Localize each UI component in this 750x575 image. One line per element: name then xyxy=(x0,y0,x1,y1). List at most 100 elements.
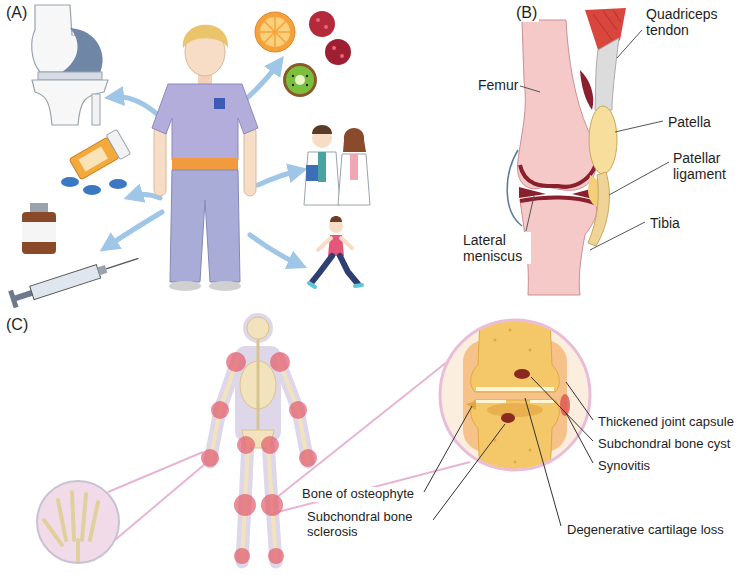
joint-zoom xyxy=(471,318,560,392)
joint-zoom xyxy=(514,369,530,379)
fruits xyxy=(316,18,320,22)
knee-anatomy xyxy=(519,187,546,198)
runner xyxy=(330,216,342,222)
skeleton xyxy=(201,352,317,564)
skeleton xyxy=(261,436,279,454)
skeleton xyxy=(201,313,317,564)
zoom-line xyxy=(115,464,205,540)
syringe xyxy=(106,258,138,269)
part-label: Subchondral bone sclerosis xyxy=(305,510,433,540)
skeleton xyxy=(289,401,307,419)
label-slot: Lateral meniscus xyxy=(461,232,531,265)
skeleton xyxy=(234,494,256,516)
person xyxy=(209,281,241,291)
joint-zoom xyxy=(463,318,570,478)
part-label: Degenerative cartilage loss xyxy=(565,523,726,538)
person xyxy=(154,126,166,196)
knee-anatomy xyxy=(593,10,621,40)
pill-bottle xyxy=(68,129,130,181)
fruits xyxy=(260,17,290,47)
person xyxy=(152,84,258,160)
person xyxy=(214,98,225,109)
knee-implant xyxy=(62,28,103,72)
knee-anatomy xyxy=(595,38,619,110)
knee-anatomy xyxy=(580,70,593,110)
doctors xyxy=(318,152,326,182)
fruits xyxy=(255,11,351,97)
joint-zoom xyxy=(440,320,590,470)
fruits xyxy=(283,63,317,97)
pill-bottle xyxy=(106,129,130,159)
fruits xyxy=(325,39,351,65)
part-label: Synovitis xyxy=(596,459,652,474)
leader-line xyxy=(590,222,645,250)
fruits xyxy=(306,75,308,77)
joint-zoom xyxy=(514,461,517,464)
knee-implant xyxy=(38,72,102,80)
leader-line xyxy=(566,413,593,463)
label-slot: (C) xyxy=(4,316,30,334)
label-slot: Thickened joint capsule xyxy=(596,412,736,430)
panel-letter: (B) xyxy=(514,4,539,22)
joint-zoom xyxy=(471,400,560,478)
pill-bottle xyxy=(79,146,109,171)
part-label: Quadriceps tendon xyxy=(644,6,726,38)
pill-bottle xyxy=(83,185,101,195)
leader-line xyxy=(526,196,534,231)
fruits xyxy=(332,46,336,50)
leader-line xyxy=(531,377,593,441)
joint-zoom xyxy=(529,349,532,352)
pill-bottle xyxy=(109,179,127,189)
knee-anatomy xyxy=(520,150,598,187)
part-label: Subchondral bone cyst xyxy=(596,437,732,452)
part-label: Bone of osteophyte xyxy=(300,487,416,502)
arrow xyxy=(114,97,158,115)
syringe xyxy=(97,265,107,275)
person xyxy=(152,25,258,291)
arrow xyxy=(250,235,298,264)
label-slot: Patellar ligament xyxy=(671,150,743,183)
person xyxy=(169,281,201,291)
skeleton xyxy=(210,358,308,560)
syringe xyxy=(30,265,101,300)
arrow xyxy=(108,212,162,246)
skeleton xyxy=(270,352,290,372)
part-label: Lateral meniscus xyxy=(461,232,531,264)
hand-zoom xyxy=(37,481,119,570)
label-slot: Patella xyxy=(666,113,713,131)
fruits xyxy=(286,66,314,94)
syringe xyxy=(8,250,141,309)
leader-line xyxy=(566,382,593,420)
joint-zoom xyxy=(476,400,506,403)
medicine-vial xyxy=(22,203,56,254)
leader-line xyxy=(615,121,663,132)
skeleton xyxy=(299,449,317,467)
part-label: Femur xyxy=(476,77,520,93)
joint-zoom xyxy=(509,329,512,332)
medicine-vial xyxy=(22,212,56,254)
joint-zoom xyxy=(440,318,590,478)
pill-bottle xyxy=(61,129,131,195)
person xyxy=(170,170,240,282)
skeleton xyxy=(261,494,283,516)
knee-anatomy xyxy=(589,106,617,174)
doctors xyxy=(312,125,332,134)
label-slot: (B) xyxy=(514,4,539,22)
runner xyxy=(309,283,362,287)
label-slot: Bone of osteophyte xyxy=(300,484,416,502)
leader-line xyxy=(525,398,561,526)
doctors xyxy=(306,165,318,181)
fruits xyxy=(340,54,344,58)
fruits xyxy=(309,11,335,37)
knee-anatomy xyxy=(588,172,609,246)
fruits xyxy=(255,12,295,52)
label-slot: Subchondral bone sclerosis xyxy=(305,510,433,540)
fruits xyxy=(292,75,294,77)
person xyxy=(172,158,238,170)
label-slot: Quadriceps tendon xyxy=(644,6,726,39)
skeleton xyxy=(247,317,269,339)
skeleton xyxy=(234,548,250,564)
arrow xyxy=(245,64,278,100)
runner xyxy=(309,216,362,287)
